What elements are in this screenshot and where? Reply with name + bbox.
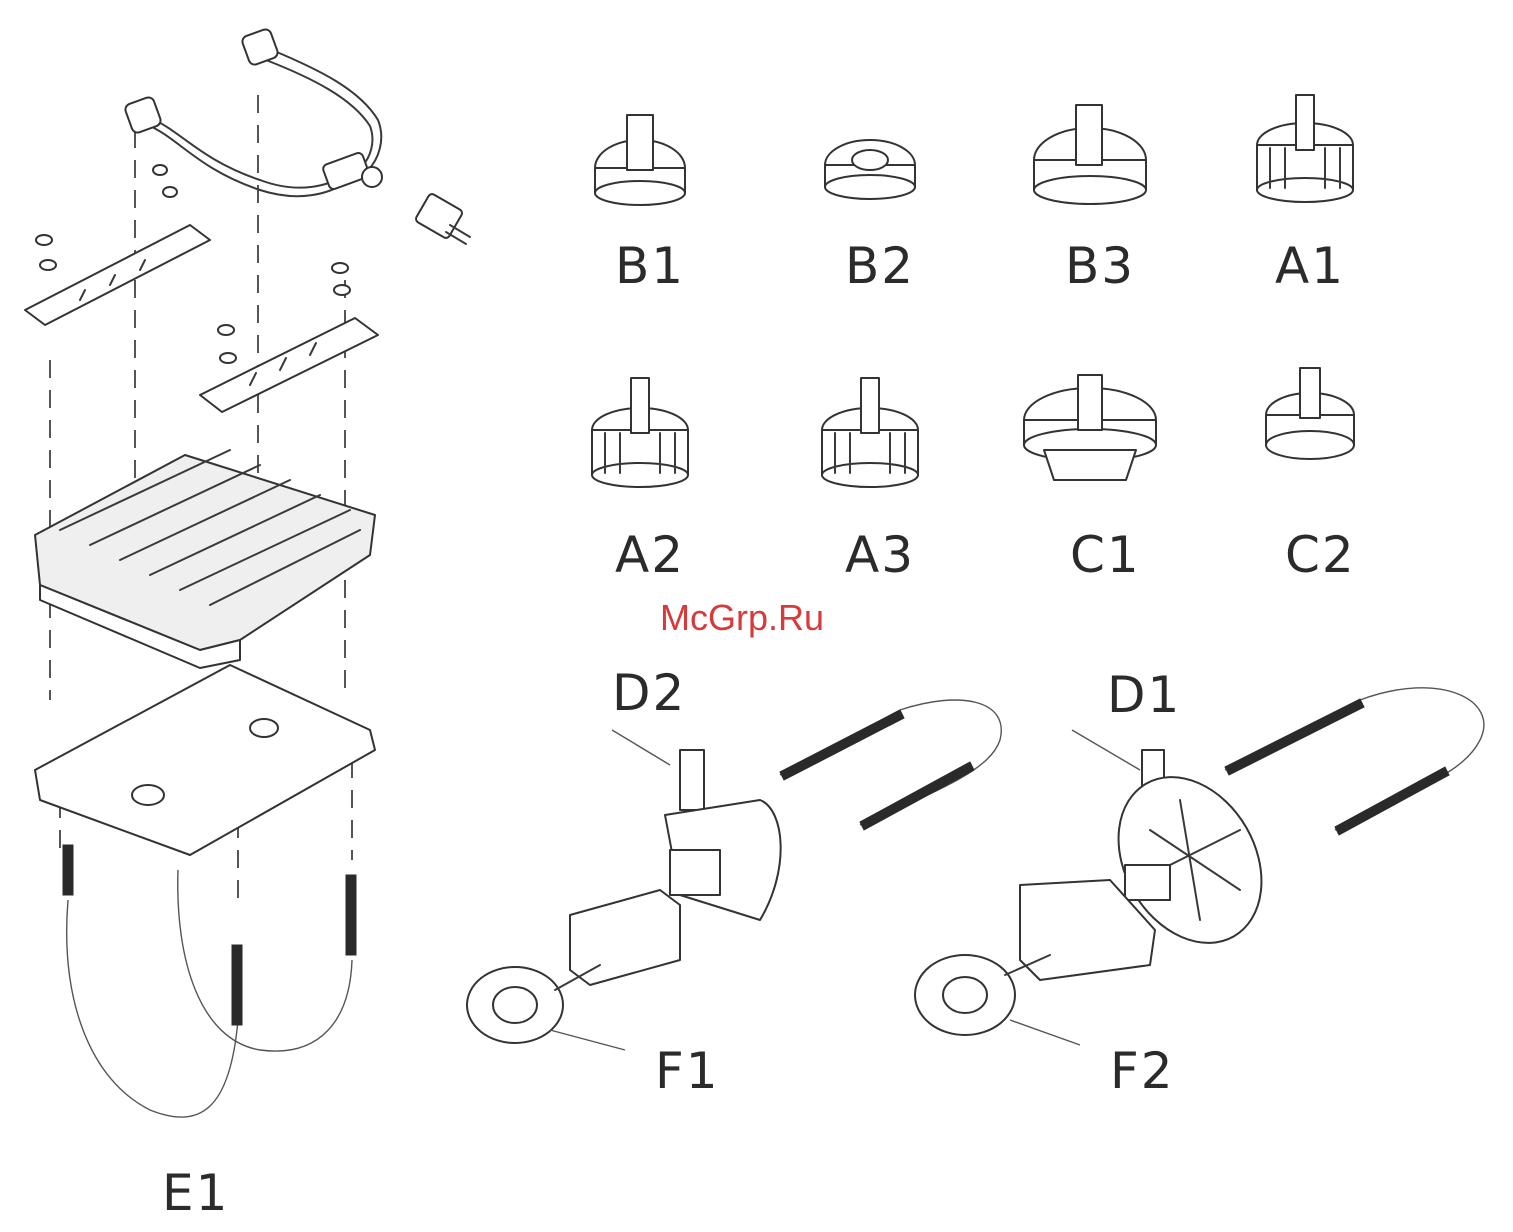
label-c1: C1 (1070, 526, 1141, 584)
adapter-b2 (825, 140, 915, 199)
d1-f2-assembly (915, 688, 1484, 1045)
label-b2: B2 (845, 237, 915, 295)
adapter-a1 (1257, 95, 1353, 202)
label-a1: A1 (1275, 237, 1345, 295)
label-e1: E1 (162, 1164, 229, 1222)
label-b3: B3 (1065, 237, 1135, 295)
adapter-c1 (1024, 375, 1156, 480)
watermark-text: McGrp.Ru (660, 597, 824, 638)
label-d1: D1 (1107, 666, 1181, 724)
label-a3: A3 (845, 526, 915, 584)
label-c2: C2 (1285, 526, 1356, 584)
label-d2: D2 (612, 664, 686, 722)
label-b1: B1 (615, 237, 685, 295)
e1-assembly (25, 28, 470, 1117)
adapter-b1 (595, 115, 685, 205)
adapter-a2 (592, 378, 688, 487)
adapter-c2 (1266, 368, 1354, 459)
label-a2: A2 (615, 526, 685, 584)
label-f2: F2 (1110, 1042, 1175, 1100)
adapter-b3 (1034, 105, 1146, 204)
label-f1: F1 (655, 1042, 720, 1100)
adapter-a3 (822, 378, 918, 487)
